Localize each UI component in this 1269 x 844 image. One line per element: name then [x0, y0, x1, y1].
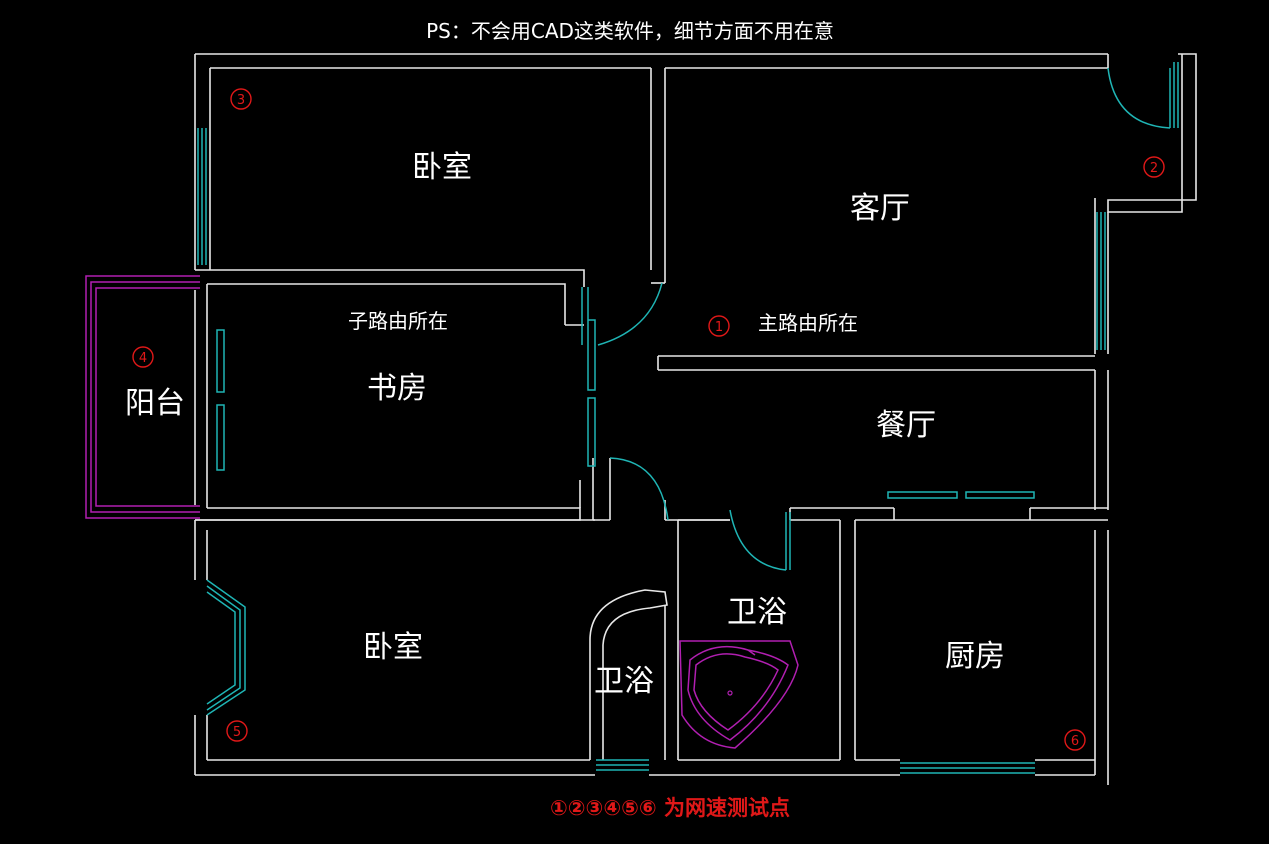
note-text: PS：不会用CAD这类软件，细节方面不用在意: [426, 19, 834, 43]
room-label-dining: 餐厅: [876, 408, 936, 443]
walls: [194, 53, 1197, 785]
test-point-5: 5: [226, 720, 248, 742]
windows: [197, 62, 1179, 774]
svg-text:4: 4: [139, 351, 147, 366]
test-point-4: 4: [132, 346, 154, 368]
svg-text:3: 3: [237, 93, 245, 108]
balcony-outline: [85, 275, 200, 519]
test-point-2: 2: [1143, 156, 1165, 178]
svg-text:2: 2: [1150, 161, 1158, 176]
doors: [597, 67, 1171, 571]
room-label-bathroom-left: 卫浴: [594, 664, 654, 699]
test-point-3: 3: [230, 88, 252, 110]
room-label-study: 书房: [367, 371, 427, 406]
bathtub: [679, 640, 799, 749]
legend-text: ①②③④⑤⑥ 为网速测试点: [550, 796, 790, 820]
room-label-bathroom-right: 卫浴: [727, 595, 787, 630]
test-point-1: 1: [708, 315, 730, 337]
room-label-kitchen: 厨房: [945, 639, 1005, 674]
room-label-bedroom-top: 卧室: [412, 150, 472, 185]
test-point-6: 6: [1064, 729, 1086, 751]
room-label-balcony: 阳台: [125, 386, 185, 421]
svg-text:1: 1: [715, 320, 723, 335]
main-router-label: 主路由所在: [758, 311, 858, 335]
svg-text:6: 6: [1071, 734, 1079, 749]
sub-router-label: 子路由所在: [348, 309, 448, 333]
svg-text:5: 5: [233, 725, 241, 740]
room-label-living-room: 客厅: [850, 191, 910, 226]
room-label-bedroom-bottom: 卧室: [363, 630, 423, 665]
